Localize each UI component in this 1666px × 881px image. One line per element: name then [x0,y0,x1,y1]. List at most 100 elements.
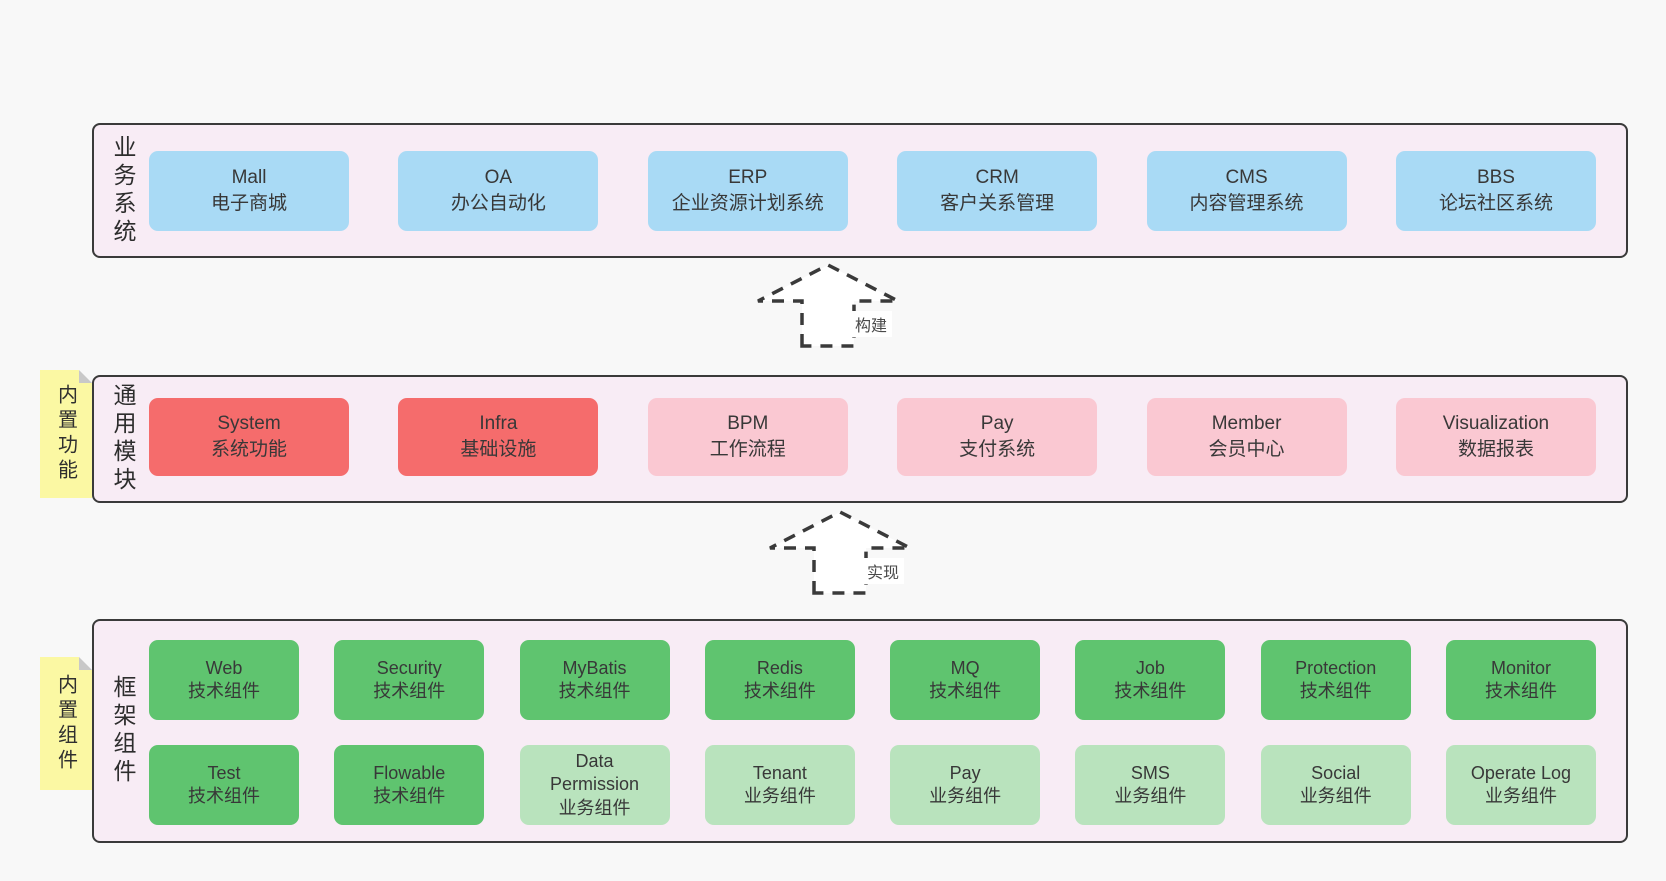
box-title: Member [1211,412,1282,434]
box-title: MQ [950,657,980,678]
box-subtitle: 企业资源计划系统 [671,193,824,214]
framework-components-row-1: Web 技术组件 Security 技术组件 MyBatis 技术组件 Redi… [149,640,1596,720]
box-bbs: BBS 论坛社区系统 [1395,151,1596,231]
box-title: MyBatis [562,657,627,678]
box-title: BBS [1476,166,1515,188]
box-member: Member 会员中心 [1146,398,1347,476]
box-title: CMS [1225,166,1268,188]
box-title: OA [484,166,513,188]
box-subtitle: 技术组件 [1484,681,1557,701]
box-subtitle: 业务组件 [929,786,1002,806]
box-sms: SMS 业务组件 [1075,745,1226,825]
box-subtitle: 内容管理系统 [1189,193,1304,214]
box-title: Job [1135,657,1165,678]
up-arrow-icon [757,263,899,348]
box-data-permission: Data Permission 业务组件 [519,745,670,825]
box-pay-module: Pay 支付系统 [897,398,1098,476]
arrow-implement: 实现 [762,503,922,598]
box-subtitle: 技术组件 [373,681,446,701]
box-title: Test [207,762,241,783]
box-subtitle: 办公自动化 [450,193,546,214]
box-redis: Redis 技术组件 [704,640,855,720]
box-subtitle: 论坛社区系统 [1438,193,1553,214]
fold-corner-icon [79,370,92,383]
box-subtitle: 业务组件 [1484,786,1557,806]
box-subtitle: 基础设施 [460,439,537,460]
box-subtitle: 技术组件 [743,681,816,701]
box-subtitle: 电子商城 [210,193,287,214]
box-title: Pay [949,762,981,783]
box-subtitle: 技术组件 [1114,681,1187,701]
box-mall: Mall 电子商城 [149,151,349,231]
layer-label-business-systems: 业务系统 [110,134,136,247]
box-title: Web [205,657,243,678]
box-title: Social [1311,762,1361,783]
layer-label-framework-components: 框架组件 [110,675,136,787]
box-title: CRM [975,166,1019,188]
business-systems-box-row: Mall 电子商城 OA 办公自动化 ERP 企业资源计划系统 CRM 客户关系… [149,151,1596,231]
box-subtitle: 技术组件 [558,681,631,701]
box-title: Flowable [373,762,446,783]
box-subtitle: 支付系统 [959,439,1036,460]
box-title: Pay [980,412,1014,434]
box-bpm: BPM 工作流程 [647,398,848,476]
box-erp: ERP 企业资源计划系统 [647,151,848,231]
box-cms: CMS 内容管理系统 [1146,151,1347,231]
box-pay-component: Pay 业务组件 [890,745,1041,825]
box-title: Redis [756,657,803,678]
box-monitor: Monitor 技术组件 [1445,640,1596,720]
box-title: BPM [727,412,769,434]
box-flowable: Flowable 技术组件 [334,745,485,825]
arrow-build: 构建 [750,256,910,351]
box-title: Visualization [1442,412,1550,434]
box-title: Operate Log [1470,762,1571,783]
up-arrow-icon [769,510,911,595]
tag-label: 内置组件 [54,673,77,774]
box-subtitle: 技术组件 [188,786,260,806]
box-title: SMS [1130,762,1170,783]
box-protection: Protection 技术组件 [1260,640,1411,720]
tag-built-in-features: 内置功能 [40,370,92,498]
common-modules-layer: 通用模块 System 系统功能 Infra 基础设施 BPM 工作流程 Pay… [92,375,1628,503]
layer-label-common-modules: 通用模块 [110,383,136,495]
box-title: Mall [231,166,267,188]
box-subtitle: 技术组件 [1299,681,1372,701]
box-infra: Infra 基础设施 [398,398,599,476]
business-systems-layer: 业务系统 Mall 电子商城 OA 办公自动化 ERP 企业资源计划系统 CRM… [92,123,1628,258]
box-web: Web 技术组件 [149,640,299,720]
box-title: Data Permission [550,751,640,795]
fold-corner-icon [79,657,92,670]
box-oa: OA 办公自动化 [398,151,599,231]
box-subtitle: 技术组件 [188,681,260,701]
box-subtitle: 工作流程 [709,439,786,460]
tag-label: 内置功能 [54,384,77,484]
box-subtitle: 技术组件 [929,681,1002,701]
box-crm: CRM 客户关系管理 [897,151,1098,231]
box-social: Social 业务组件 [1260,745,1411,825]
framework-components-layer: 框架组件 Web 技术组件 Security 技术组件 MyBatis 技术组件… [92,619,1628,843]
box-subtitle: 业务组件 [743,786,816,806]
arrow-build-label: 构建 [850,311,893,337]
common-modules-box-row: System 系统功能 Infra 基础设施 BPM 工作流程 Pay 支付系统… [149,398,1596,476]
box-title: ERP [728,166,768,188]
box-title: System [217,412,281,434]
box-subtitle: 业务组件 [558,797,631,818]
box-subtitle: 客户关系管理 [940,193,1055,214]
box-subtitle: 系统功能 [210,439,287,460]
box-test: Test 技术组件 [149,745,299,825]
box-security: Security 技术组件 [334,640,485,720]
box-operate-log: Operate Log 业务组件 [1445,745,1596,825]
box-subtitle: 数据报表 [1457,439,1534,460]
box-title: Tenant [752,762,807,783]
box-mybatis: MyBatis 技术组件 [519,640,670,720]
box-title: Protection [1295,657,1377,678]
framework-components-row-2: Test 技术组件 Flowable 技术组件 Data Permission … [149,745,1596,825]
box-subtitle: 业务组件 [1299,786,1372,806]
box-mq: MQ 技术组件 [890,640,1041,720]
box-subtitle: 会员中心 [1208,439,1285,460]
box-subtitle: 业务组件 [1114,786,1187,806]
box-title: Infra [479,412,518,434]
box-system: System 系统功能 [149,398,349,476]
box-title: Security [376,657,442,678]
box-visualization: Visualization 数据报表 [1395,398,1596,476]
